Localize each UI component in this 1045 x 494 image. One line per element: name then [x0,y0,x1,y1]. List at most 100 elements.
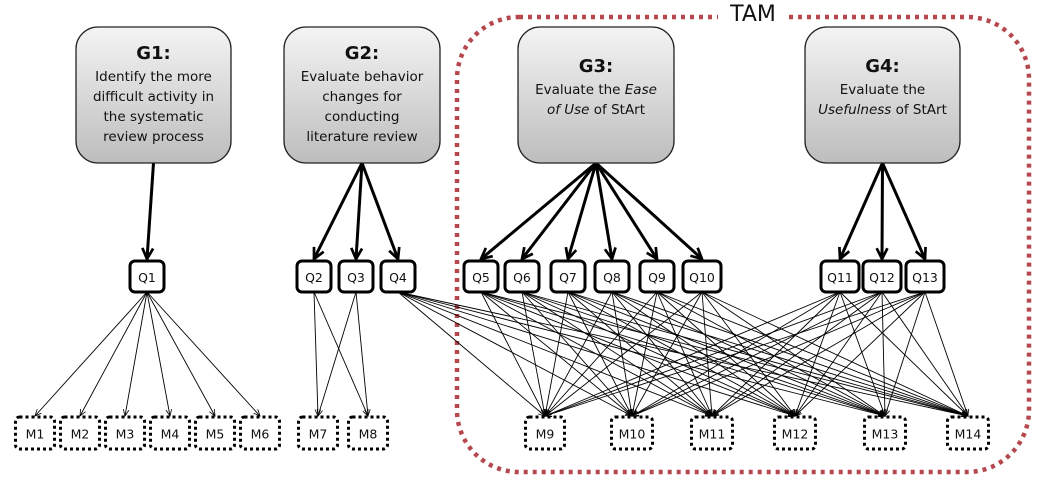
metric-node-m7[interactable]: M7 [297,415,339,451]
question-box [128,259,166,294]
question-metric-arrow [397,291,712,416]
question-metric-arrow [839,291,885,416]
question-label: Q7 [559,270,577,285]
question-metric-arrow [480,291,795,416]
metric-label: M11 [699,427,726,442]
metric-label: M2 [71,427,90,442]
goal-text-segment: of StArt [891,102,947,118]
question-metric-arrow [701,291,795,416]
metric-node-m14[interactable]: M14 [946,415,990,451]
metric-node-m10[interactable]: M10 [610,415,654,451]
metric-node-m8[interactable]: M8 [347,415,389,451]
question-node-q2[interactable]: Q2 [295,259,333,294]
question-metric-arrow [521,291,632,416]
goal-question-arrow [594,162,612,259]
question-metric-arrow [480,291,885,416]
question-metric-arrow [632,291,926,416]
tam-label-background [718,2,788,26]
metric-node-m2[interactable]: M2 [59,415,101,451]
question-label: Q5 [472,270,490,285]
question-metric-arrow [795,291,883,416]
goal-text-segment: literature review [306,129,417,145]
metric-box [946,415,990,451]
metric-label: M8 [359,427,378,442]
question-metric-arrow [313,291,368,416]
metric-box [14,415,56,451]
question-box [593,259,631,294]
metric-node-m5[interactable]: M5 [194,415,236,451]
question-label: Q3 [347,270,365,285]
metric-node-m13[interactable]: M13 [863,415,907,451]
metric-node-m4[interactable]: M4 [149,415,191,451]
question-metric-arrow [567,291,712,416]
question-metric-arrow [712,291,883,416]
question-box [462,259,500,294]
metric-node-m3[interactable]: M3 [104,415,146,451]
question-metric-arrow [80,291,148,416]
goal-question-arrow [360,162,398,259]
question-node-q11[interactable]: Q11 [819,259,861,294]
metric-node-m6[interactable]: M6 [239,415,281,451]
question-box [819,259,861,294]
goal-question-arrow [594,162,657,259]
metric-label: M6 [251,427,270,442]
metric-node-m1[interactable]: M1 [14,415,56,451]
question-node-q4[interactable]: Q4 [379,259,417,294]
question-box [503,259,541,294]
metric-node-m9[interactable]: M9 [524,415,566,451]
question-node-q3[interactable]: Q3 [337,259,375,294]
metric-box [239,415,281,451]
question-metric-arrow [795,291,926,416]
question-metric-arrow [701,291,885,416]
question-metric-arrow [885,291,926,416]
metric-label: M5 [206,427,225,442]
question-node-q9[interactable]: Q9 [638,259,676,294]
metric-box [194,415,236,451]
goal-question-arrow [481,161,597,259]
metric-node-m11[interactable]: M11 [690,415,734,451]
question-metric-links [35,291,968,416]
question-label: Q10 [689,270,715,285]
goal-question-arrow [314,162,364,259]
question-label: Q9 [648,270,666,285]
goal-question-links [147,161,925,259]
question-metric-arrow [656,291,885,416]
question-node-q10[interactable]: Q10 [681,259,723,294]
question-box [549,259,587,294]
metric-box [610,415,654,451]
question-label: Q1 [138,270,156,285]
goal-description-line: Usefulness of StArt [818,102,947,118]
question-metric-arrow [632,291,658,416]
metric-label: M13 [872,427,899,442]
question-metric-arrow [146,291,260,416]
question-node-q6[interactable]: Q6 [503,259,541,294]
question-node-q5[interactable]: Q5 [462,259,500,294]
question-metric-arrow [881,291,968,416]
question-metric-arrow [545,291,841,416]
goal-text-segment: changes for [322,89,402,105]
metric-box [59,415,101,451]
question-node-q12[interactable]: Q12 [861,259,903,294]
question-node-q1[interactable]: Q1 [128,259,166,294]
question-label: Q4 [389,270,407,285]
question-node-q8[interactable]: Q8 [593,259,631,294]
question-metric-arrow [656,291,713,416]
goal-description-line: changes for [322,89,402,105]
goal-text-segment: Evaluate behavior [301,69,424,85]
question-metric-arrow [545,291,883,416]
question-metric-arrow [712,291,841,416]
question-node-q7[interactable]: Q7 [549,259,587,294]
metric-box [104,415,146,451]
goal-description-line: Identify the more [95,69,212,85]
metric-label: M12 [782,427,809,442]
question-metric-arrow [611,291,712,416]
metric-label: M7 [309,427,328,442]
question-metric-arrow [611,291,632,416]
metric-node-m12[interactable]: M12 [773,415,817,451]
question-node-q13[interactable]: Q13 [904,259,946,294]
